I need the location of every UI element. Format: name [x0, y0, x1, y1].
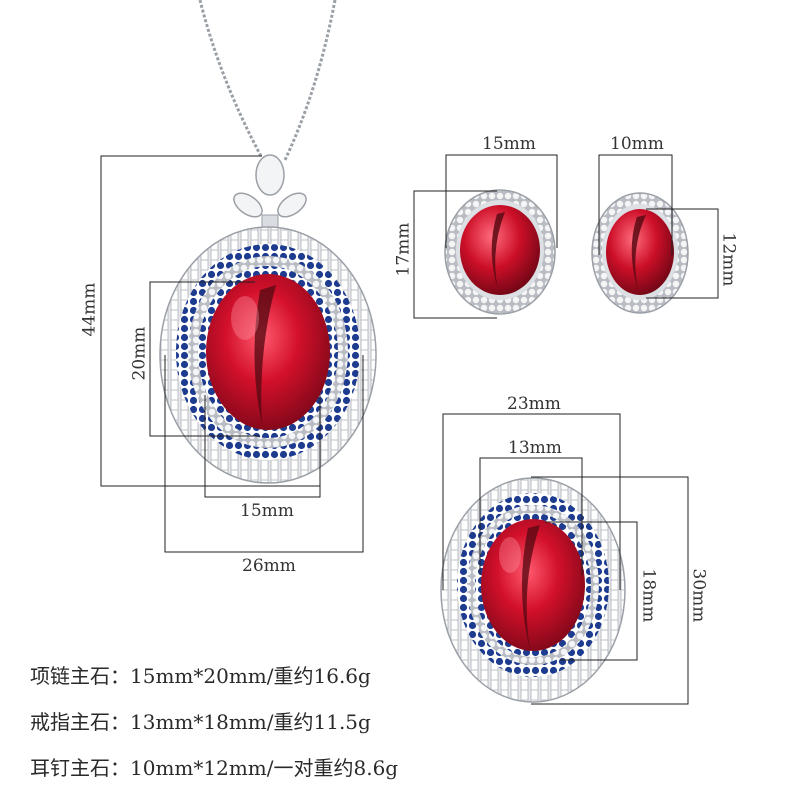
- ring-stone-height-label: 18mm: [638, 568, 659, 623]
- earring-right-height-label: 12mm: [718, 232, 739, 287]
- necklace-total-width-label: 26mm: [242, 556, 296, 576]
- ring-total-height-label: 30mm: [688, 568, 709, 623]
- ring-total-width-label: 23mm: [507, 394, 561, 414]
- earring-left-height-label: 17mm: [393, 222, 414, 277]
- spec-necklace: 项链主石：15mm*20mm/重约16.6g: [30, 664, 371, 688]
- spec-ring: 戒指主石：13mm*18mm/重约11.5g: [30, 710, 371, 734]
- ring: [440, 477, 626, 703]
- dimension-lines: [100, 154, 719, 705]
- spec-earrings: 耳钉主石：10mm*12mm/一对重约8.6g: [30, 756, 399, 780]
- earring-right: [591, 192, 689, 314]
- necklace-height-label: 44mm: [79, 282, 100, 337]
- necklace-stone-height-label: 20mm: [129, 326, 150, 381]
- necklace-stone-width-label: 15mm: [240, 501, 294, 521]
- earring-left: [444, 189, 556, 315]
- necklace-pendant: [159, 154, 377, 484]
- earring-left-width-label: 15mm: [482, 134, 536, 154]
- necklace-chain: [198, 0, 337, 161]
- ring-stone-width-label: 13mm: [508, 438, 562, 458]
- earring-right-width-label: 10mm: [610, 134, 664, 154]
